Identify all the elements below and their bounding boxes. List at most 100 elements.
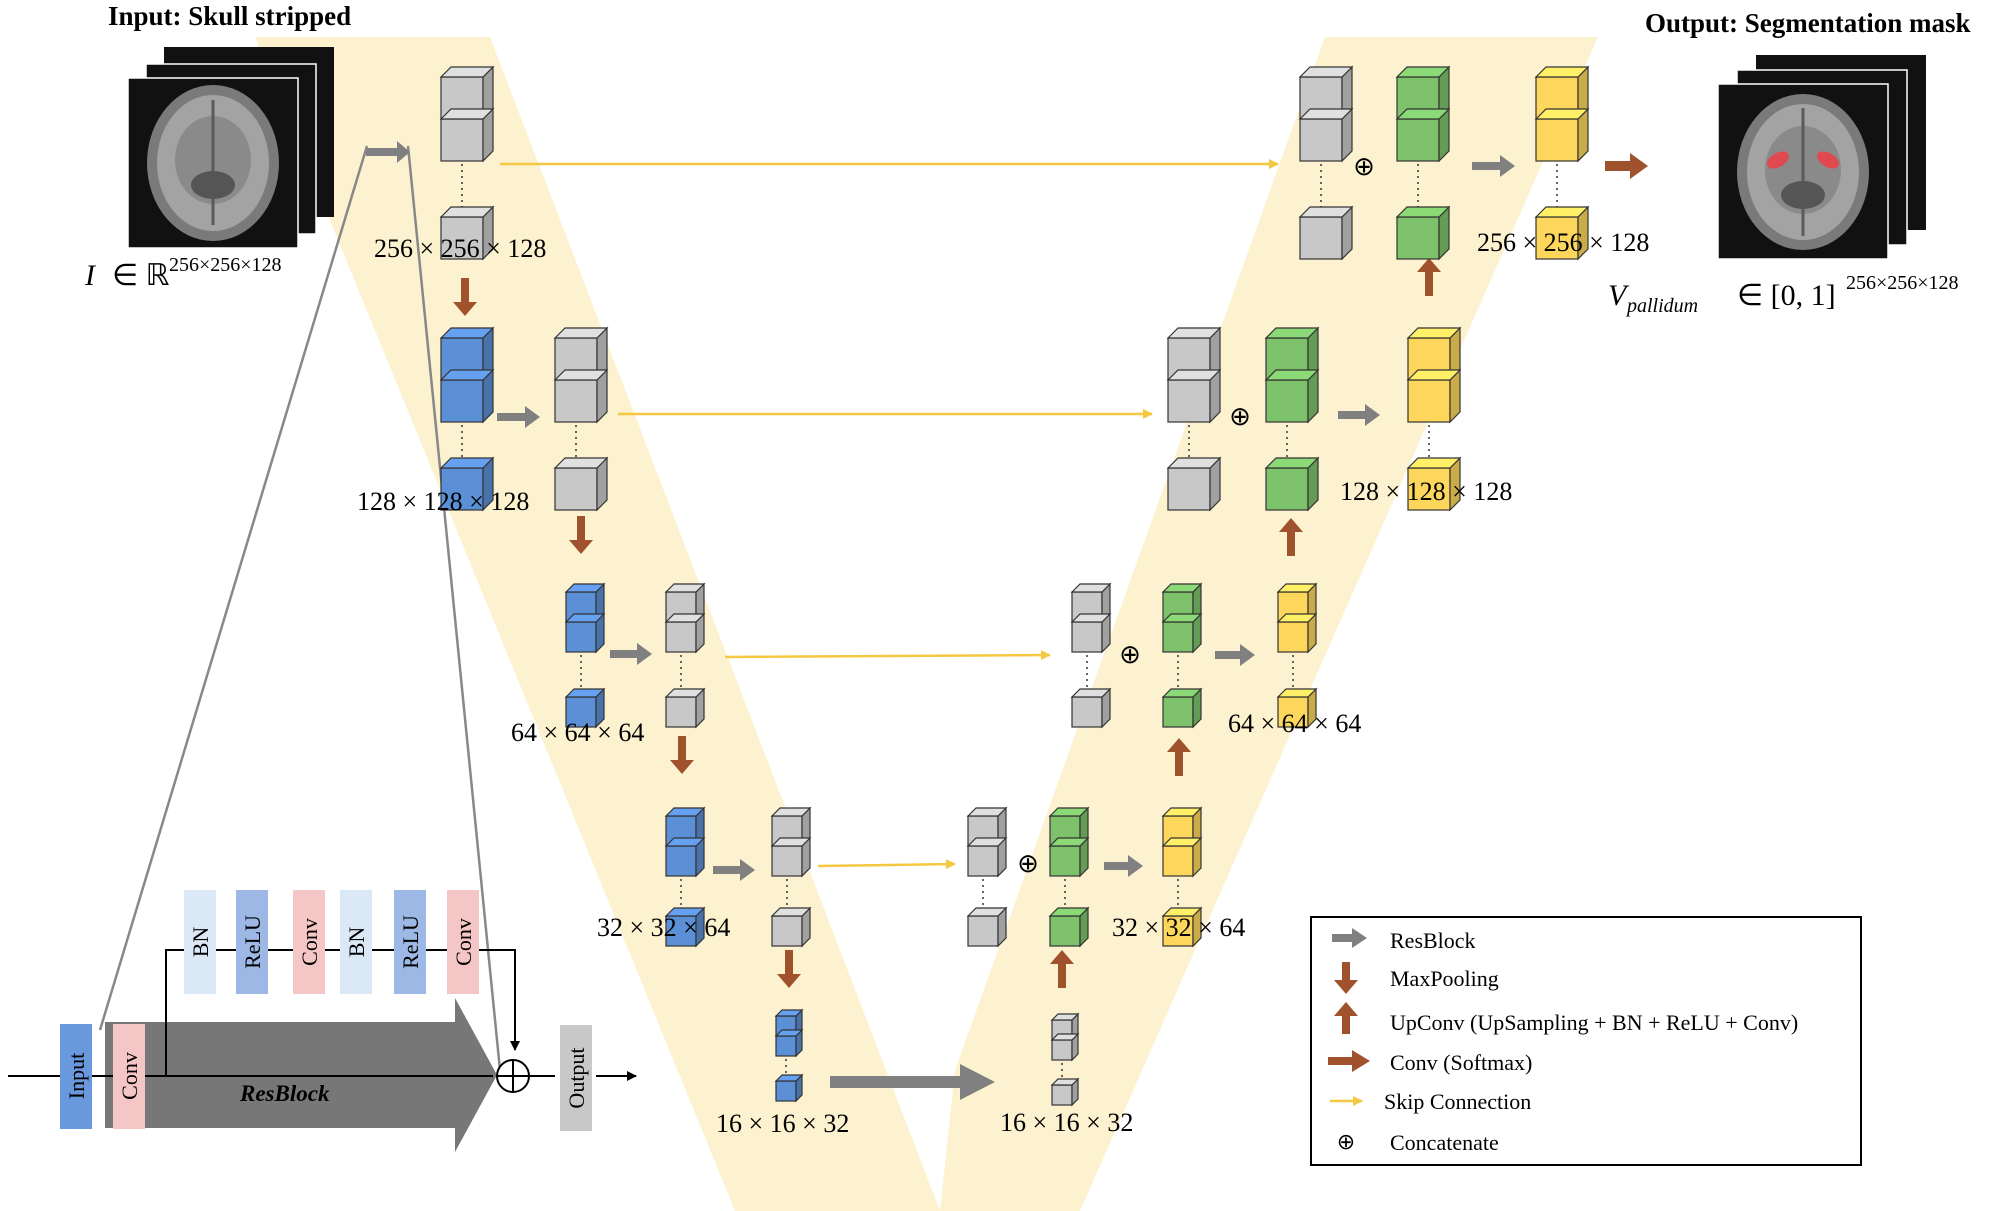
input-sup: 256×256×128 bbox=[169, 254, 282, 276]
input-var: I bbox=[84, 259, 97, 292]
cube bbox=[770, 906, 812, 948]
cube bbox=[1048, 906, 1090, 948]
legend-item-softmax: Conv (Softmax) bbox=[1328, 1050, 1532, 1075]
resblock-arrows bbox=[366, 141, 1515, 881]
cube bbox=[1070, 687, 1112, 729]
resblock-detail: Input Conv Output BN ReLU Conv BN ReLU C… bbox=[8, 890, 637, 1152]
cube bbox=[1276, 687, 1318, 729]
legend-item-skip: Skip Connection bbox=[1330, 1089, 1531, 1114]
cube bbox=[1161, 687, 1203, 729]
cube bbox=[664, 836, 706, 878]
dimension-labels: 256 × 256 × 128 128 × 128 × 128 64 × 64 … bbox=[357, 228, 1649, 1138]
legend-upconv-icon bbox=[1334, 1002, 1358, 1034]
layer-label: BN bbox=[188, 927, 213, 958]
dim-bottom-right: 16 × 16 × 32 bbox=[1000, 1108, 1133, 1137]
cube-stacks bbox=[439, 65, 1590, 1107]
legend-item-upconv: UpConv (UpSampling + BN + ReLU + Conv) bbox=[1334, 1002, 1798, 1035]
layer-relu-1 bbox=[236, 890, 268, 994]
bottleneck-arrow bbox=[830, 1064, 995, 1100]
cube bbox=[1070, 612, 1112, 654]
legend-maxpool-icon bbox=[1334, 962, 1358, 994]
layer-relu-2 bbox=[394, 890, 426, 994]
legend-label: UpConv (UpSampling + BN + ReLU + Conv) bbox=[1390, 1010, 1798, 1035]
dim-enc3: 64 × 64 × 64 bbox=[511, 718, 644, 747]
legend-label: MaxPooling bbox=[1390, 966, 1499, 991]
cube bbox=[1264, 456, 1320, 512]
maxpool-arrow bbox=[453, 278, 477, 316]
resblock-output-label: Output bbox=[564, 1047, 589, 1108]
legend-item-maxpool: MaxPooling bbox=[1334, 962, 1499, 994]
resblock-arrow bbox=[1215, 644, 1255, 666]
resblock-conv-first-label: Conv bbox=[117, 1052, 142, 1100]
layer-label: Conv bbox=[451, 918, 476, 966]
resblock-name: ResBlock bbox=[239, 1081, 330, 1106]
cube bbox=[1048, 836, 1090, 878]
cube bbox=[774, 1073, 804, 1103]
layer-label: ReLU bbox=[240, 915, 265, 969]
cube bbox=[439, 456, 495, 512]
cube bbox=[1298, 205, 1354, 261]
layer-label: ReLU bbox=[398, 915, 423, 969]
resblock-arrow bbox=[1338, 404, 1380, 426]
layer-bn-2 bbox=[340, 890, 372, 994]
concat-symbol: ⊕ bbox=[1353, 152, 1375, 182]
cube bbox=[1395, 205, 1451, 261]
legend-label: Concatenate bbox=[1390, 1130, 1499, 1155]
output-title: Output: Segmentation mask bbox=[1645, 8, 1971, 38]
output-set: ∈ [0, 1] bbox=[1737, 279, 1836, 312]
legend-concat-icon: ⊕ bbox=[1337, 1130, 1355, 1155]
legend-label: Conv (Softmax) bbox=[1390, 1050, 1532, 1075]
legend-label: Skip Connection bbox=[1384, 1089, 1531, 1114]
upconv-arrow bbox=[1279, 518, 1303, 556]
legend-softmax-icon bbox=[1328, 1050, 1370, 1072]
cube bbox=[1534, 107, 1590, 163]
layer-conv-2 bbox=[447, 890, 479, 994]
skip-connections bbox=[500, 159, 1279, 870]
input-brain-stack bbox=[127, 47, 334, 249]
resblock-arrow bbox=[497, 406, 540, 428]
resblock-input-label: Input bbox=[64, 1053, 89, 1099]
upconv-arrow bbox=[1417, 258, 1441, 296]
cube bbox=[1166, 456, 1222, 512]
cube bbox=[1166, 368, 1222, 424]
maxpool-arrow bbox=[670, 736, 694, 774]
upconv-arrow bbox=[1050, 950, 1074, 988]
upconv-arrow bbox=[1167, 738, 1191, 776]
cube bbox=[664, 687, 706, 729]
resblock-conv-first bbox=[113, 1024, 145, 1129]
dim-enc4: 32 × 32 × 64 bbox=[597, 913, 730, 942]
input-set: ∈ ℝ bbox=[112, 259, 170, 292]
output-math: V pallidum ∈ [0, 1] 256×256×128 bbox=[1608, 272, 1959, 317]
input-math: I ∈ ℝ 256×256×128 bbox=[84, 254, 282, 292]
dim-dec4: 32 × 32 × 64 bbox=[1112, 913, 1245, 942]
resblock-input-block bbox=[60, 1024, 92, 1129]
skip-arrow-3 bbox=[724, 650, 1051, 661]
layer-label: BN bbox=[344, 927, 369, 958]
concat-symbol: ⊕ bbox=[1229, 402, 1251, 432]
upconv-arrows bbox=[1050, 258, 1441, 988]
softmax-arrow bbox=[1605, 153, 1648, 179]
legend-resblock-icon bbox=[1332, 928, 1367, 948]
cube bbox=[1406, 456, 1462, 512]
maxpool-arrows bbox=[453, 278, 801, 988]
pallidum-right bbox=[1817, 151, 1839, 169]
cube bbox=[664, 906, 706, 948]
cube bbox=[1161, 836, 1203, 878]
resblock-arrow bbox=[366, 141, 410, 163]
dim-dec2: 128 × 128 × 128 bbox=[1340, 477, 1512, 506]
legend: ResBlock MaxPooling UpConv (UpSampling +… bbox=[1310, 916, 1862, 1166]
resblock-arrow bbox=[1472, 155, 1515, 177]
cube bbox=[564, 612, 606, 654]
dim-bottom-left: 16 × 16 × 32 bbox=[716, 1109, 849, 1138]
cube bbox=[1050, 1032, 1080, 1062]
cube bbox=[1395, 107, 1451, 163]
cube bbox=[1161, 906, 1203, 948]
output-sub: pallidum bbox=[1625, 295, 1698, 317]
cube bbox=[439, 107, 495, 163]
cube bbox=[664, 612, 706, 654]
skip-arrow-4 bbox=[817, 859, 956, 870]
cube bbox=[1298, 107, 1354, 163]
concat-symbol: ⊕ bbox=[1017, 849, 1039, 879]
layer-bn-1 bbox=[184, 890, 216, 994]
concat-symbols: ⊕ ⊕ ⊕ ⊕ bbox=[1017, 152, 1375, 879]
